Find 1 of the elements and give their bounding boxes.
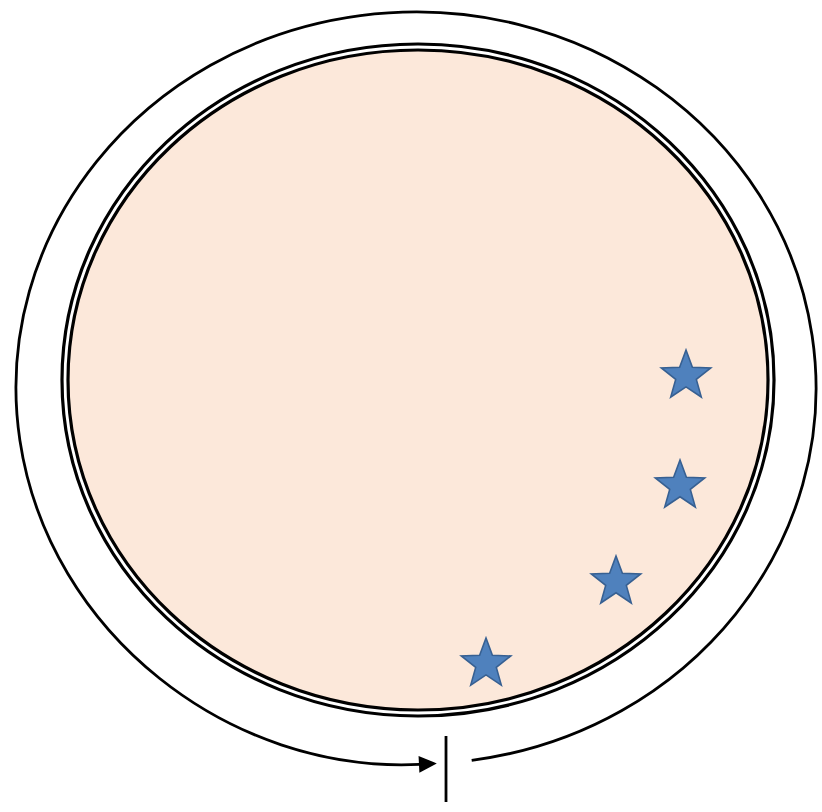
double-ring-circle	[60, 42, 776, 718]
